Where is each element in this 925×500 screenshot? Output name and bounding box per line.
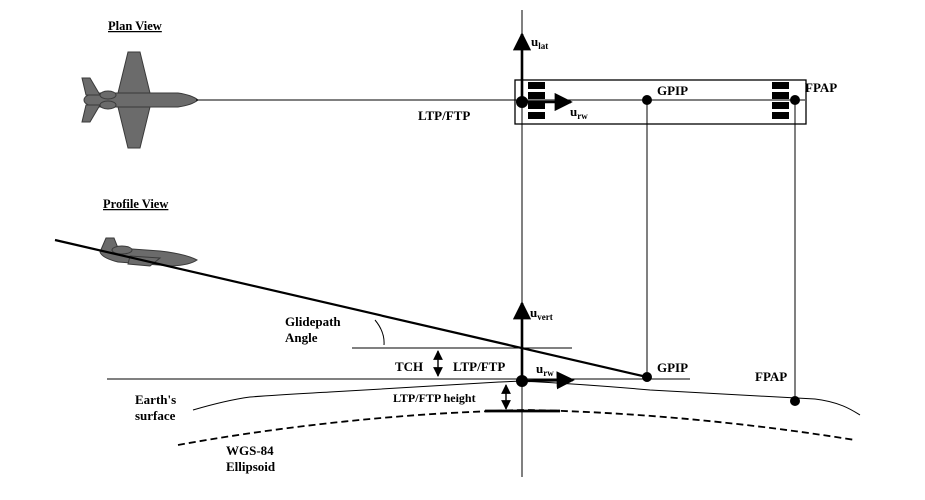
wgs84-ellipsoid-curve [177, 409, 856, 446]
plan-u-rw-label: urw [570, 104, 588, 121]
earth-surface-label-2: surface [135, 408, 176, 423]
glidepath-angle-arc [374, 319, 385, 346]
tch-label: TCH [395, 359, 423, 374]
plan-view-heading: Plan View [108, 19, 162, 33]
glidepath-angle-label-1: Glidepath [285, 314, 341, 329]
plan-ltp-point [516, 96, 528, 108]
profile-gpip-label: GPIP [657, 360, 688, 375]
profile-ltp-label: LTP/FTP [453, 359, 505, 374]
wgs84-label-2: Ellipsoid [226, 459, 276, 474]
plan-runway [514, 79, 807, 125]
glidepath-line [54, 238, 648, 379]
profile-gpip-point [642, 372, 652, 382]
ltp-height-label: LTP/FTP height [393, 391, 476, 405]
plan-fpap-label: FPAP [805, 80, 837, 95]
plan-end-markings [772, 82, 789, 119]
plan-ltp-label: LTP/FTP [418, 108, 470, 123]
glidepath-angle-label-2: Angle [285, 330, 318, 345]
profile-u-rw-arrow [521, 371, 575, 390]
profile-view-heading: Profile View [103, 197, 168, 211]
profile-fpap-label: FPAP [755, 369, 787, 384]
plan-aircraft-icon [81, 51, 199, 149]
plan-threshold-markings [528, 82, 545, 119]
earth-surface-curve [192, 380, 861, 416]
earth-surface-label-1: Earth's [135, 392, 176, 407]
wgs84-label-1: WGS-84 [226, 443, 274, 458]
u-lat-label: ulat [531, 34, 548, 51]
profile-u-rw-label: urw [536, 361, 554, 378]
u-vert-label: uvert [530, 305, 553, 322]
plan-gpip-label: GPIP [657, 83, 688, 98]
